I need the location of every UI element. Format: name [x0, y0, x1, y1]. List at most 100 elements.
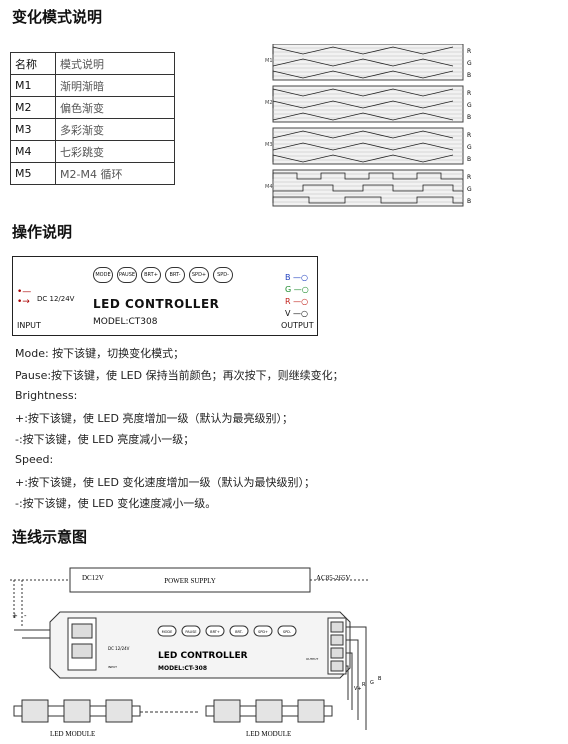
operation-line: Brightness:	[15, 389, 78, 402]
wave-trace-G	[273, 184, 463, 192]
operation-line: Mode: 按下该键，切换变化模式；	[15, 347, 185, 360]
output-channel-b: B —○	[285, 273, 308, 282]
wire-label-v: V+	[354, 686, 362, 692]
wave-trace-R	[272, 172, 463, 180]
wiring-button: PAUSE	[181, 625, 201, 637]
mode-name-cell: M3	[10, 118, 56, 141]
mode-name-cell: 名称	[10, 52, 56, 75]
wire-label-b: B	[378, 676, 382, 682]
operation-line: Speed:	[15, 453, 54, 466]
controller-housing	[49, 611, 351, 679]
wiring-button-label: SPD+	[258, 630, 268, 634]
operation-line: Pause:按下该键，使 LED 保持当前颜色；再次按下，则继续变化；	[15, 369, 344, 382]
wiring-button-label: SPD-	[283, 630, 292, 634]
wiring-button-shape	[205, 625, 225, 637]
controller-button-mode[interactable]: MODE	[93, 267, 113, 283]
minus-sign: -	[24, 612, 27, 620]
output-label: OUTPUT	[281, 321, 314, 330]
wave-trace-R	[272, 46, 454, 55]
mode-desc-cell: 多彩渐变	[55, 118, 175, 141]
wave-trace-R	[272, 88, 454, 97]
wave-trace-G	[272, 100, 454, 109]
dc-output-label: DC12V	[82, 574, 104, 582]
wiring-dc-label: DC 12/24V	[108, 646, 130, 651]
mode-name-cell: M2	[10, 96, 56, 119]
wave-channel-label: B	[467, 72, 471, 79]
wave-channel-label: G	[467, 144, 472, 151]
led-module-right-label: LED MODULE	[246, 730, 291, 738]
power-supply-box	[69, 567, 311, 593]
wiring-button: MODE	[157, 625, 177, 637]
controller-button-brtminus[interactable]: BRT-	[165, 267, 185, 283]
output-channel-v: V —○	[285, 309, 308, 318]
led-module-light	[105, 699, 133, 723]
wave-panel-frame	[272, 169, 464, 207]
wiring-button: BRT-	[229, 625, 249, 637]
controller-button-spdminus[interactable]: SPD-	[213, 267, 233, 283]
controller-button-pause[interactable]: PAUSE	[117, 267, 137, 283]
wire-b	[346, 665, 349, 700]
wiring-button-shape	[181, 625, 201, 637]
wiring-button: BRT+	[205, 625, 225, 637]
output-channel-g: G —○	[285, 285, 309, 294]
wiring-button-label: BRT+	[210, 630, 220, 634]
output-channel-terminal-icon: —○	[290, 297, 309, 306]
wave-channel-label: R	[467, 48, 471, 55]
wave-channel-label: R	[467, 174, 471, 181]
wire-label-r: R	[362, 682, 366, 688]
mode-desc-cell: 偏色渐变	[55, 96, 175, 119]
wiring-output-label: OUTPUT	[306, 657, 318, 661]
operation-heading: 操作说明	[12, 223, 73, 241]
input-terminal-1	[71, 623, 93, 639]
operation-line: +:按下该键，使 LED 变化速度增加一级（默认为最快级别）；	[15, 476, 315, 489]
wave-trace-G	[272, 142, 454, 151]
wave-panel-frame	[272, 85, 464, 123]
wave-channel-label: B	[467, 198, 471, 205]
mode-name-cell: M1	[10, 74, 56, 97]
wiring-button: SPD-	[277, 625, 297, 637]
led-module-light	[213, 699, 241, 723]
output-terminal-1	[330, 621, 344, 633]
wire-v	[346, 626, 367, 730]
wiring-button-label: PAUSE	[185, 630, 196, 634]
output-channel-terminal-icon: —○	[290, 273, 309, 282]
controller-button-brtplus[interactable]: BRT+	[141, 267, 161, 283]
output-channel-label: V	[285, 309, 291, 318]
dc-input-symbol: •—•→	[17, 287, 32, 307]
wiring-button-shape	[253, 625, 273, 637]
mode-name-cell: M5	[10, 162, 56, 185]
wave-trace-R	[272, 130, 454, 139]
wiring-controller-model: MODEL:CT-308	[158, 665, 207, 672]
output-terminal-4	[330, 660, 344, 672]
output-channel-label: B	[285, 273, 291, 282]
wiring-heading: 连线示意图	[12, 528, 88, 546]
output-channel-label: G	[285, 285, 292, 294]
wave-trace-B	[272, 70, 454, 79]
operation-line: -:按下该键，使 LED 变化速度减小一级。	[15, 497, 217, 510]
led-module-left	[13, 699, 141, 723]
wiring-button-shape	[229, 625, 249, 637]
output-channel-label: R	[285, 297, 291, 306]
led-module-light	[21, 699, 49, 723]
wiring-button-label: BRT-	[235, 630, 243, 634]
wave-trace-B	[272, 112, 454, 121]
plus-sign: +	[12, 612, 18, 620]
controller-title: LED CONTROLLER	[93, 297, 220, 311]
wave-trace-G	[272, 58, 454, 67]
output-terminal-3	[330, 647, 344, 659]
controller-button-spdplus[interactable]: SPD+	[189, 267, 209, 283]
mode-name-cell: M4	[10, 140, 56, 163]
wire-g	[346, 652, 353, 710]
wave-channel-label: B	[467, 156, 471, 163]
led-module-light	[63, 699, 91, 723]
dc-voltage-label: DC 12/24V	[37, 295, 75, 303]
